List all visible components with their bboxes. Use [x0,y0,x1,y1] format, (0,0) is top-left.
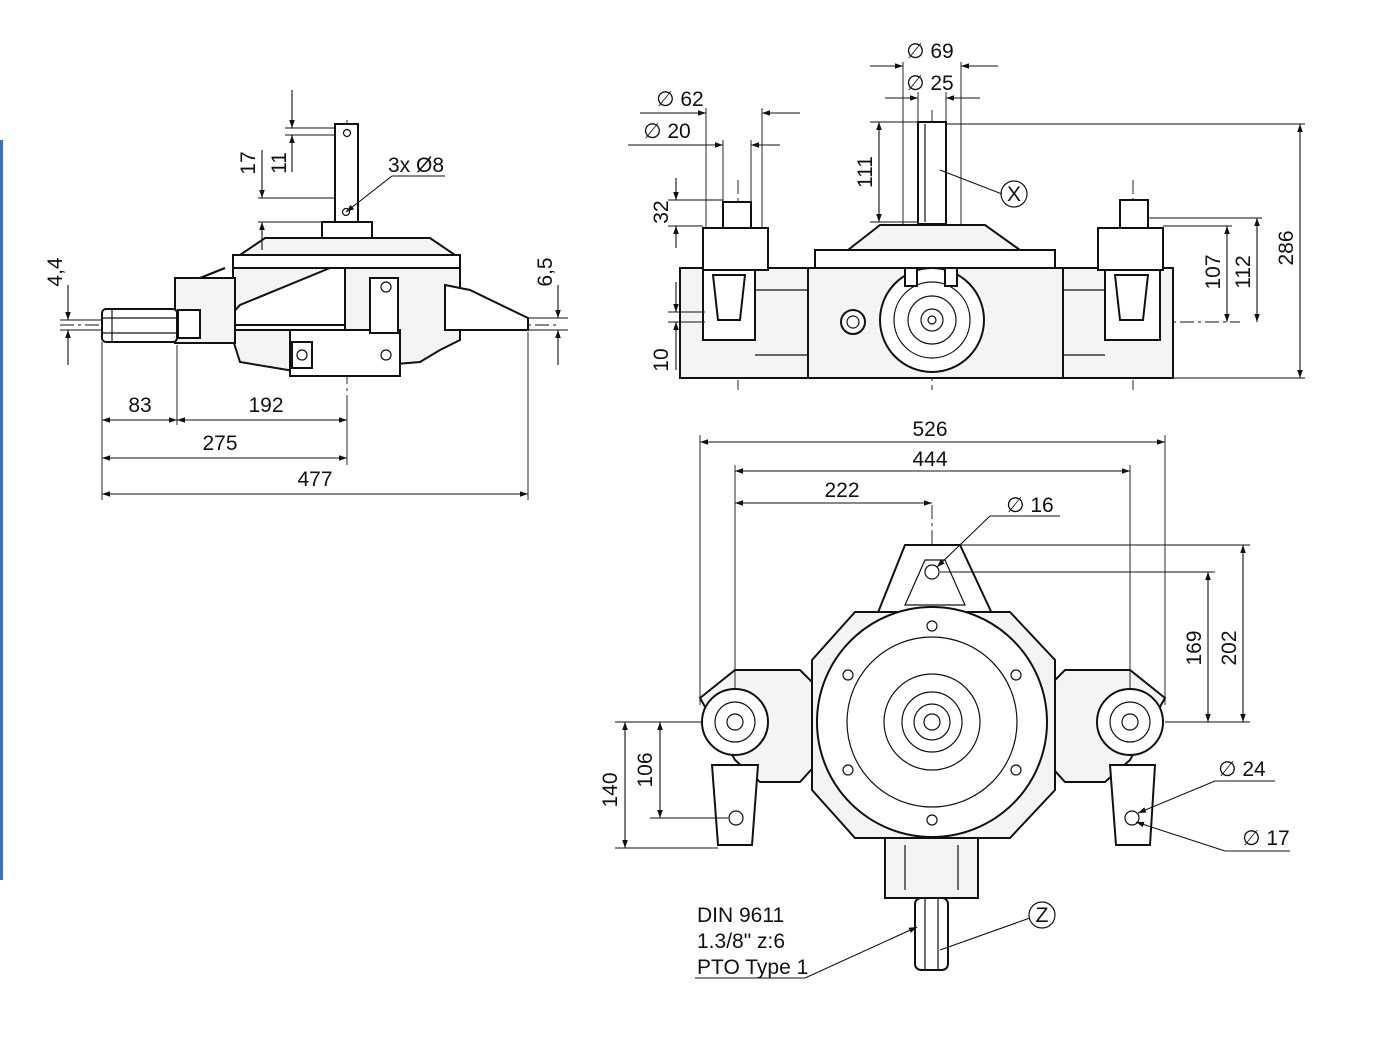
side-dim-17: 17 [237,151,260,174]
top-callout-z [1028,901,1056,929]
front-dim-d69: ∅ 69 [906,40,954,63]
side-top-shaft [321,123,373,239]
side-dim-44: 4,4 [44,257,67,287]
front-left-arm [679,201,809,379]
side-dim-65: 6,5 [534,257,557,286]
front-dim-286: 286 [1275,230,1298,265]
front-dim-107: 107 [1202,254,1225,289]
top-input-neck [884,837,979,899]
front-view: X ∅ 69 ∅ 25 ∅ 62 ∅ 20 [628,40,1305,390]
side-right-pocket [369,277,399,334]
top-main-flange [816,606,1048,838]
side-dim-11: 11 [268,152,291,174]
top-pto-note-line1: DIN 9611 [697,904,784,927]
top-z-leader [939,917,1031,951]
front-dim-d25: ∅ 25 [906,72,954,95]
front-dim-d62: ∅ 62 [656,88,704,111]
front-dim-right-heights [946,123,1305,379]
front-dim-d20: ∅ 20 [643,120,691,143]
front-dim-d69-d25 [870,62,998,225]
top-dim-202: 202 [1218,630,1241,665]
front-dome-cover [845,224,1024,251]
side-right-wing [444,283,529,331]
top-left-boss [701,688,769,756]
front-center-boss [879,267,985,373]
side-bottom-dims [101,332,529,500]
front-dim-10 [668,282,705,370]
top-view: 526 444 222 ∅ 16 169 202 140 [599,418,1290,979]
top-right-foot [1108,764,1157,846]
side-holes-leader [345,175,393,213]
side-dim-6-5 [528,285,568,365]
side-dim-4-4 [60,285,102,365]
top-width-dims [699,435,1166,705]
top-dim-d16: ∅ 16 [1006,494,1054,517]
top-pto-note-line2: 1.3/8" z:6 [697,930,785,953]
top-callout-z-label: Z [1036,904,1049,927]
side-dim-17-11 [258,90,335,250]
top-right-boss [1096,688,1164,756]
top-dim-222: 222 [824,479,859,502]
top-dim-106: 106 [634,752,657,787]
front-callout-x-label: X [1007,183,1021,206]
top-d16-leader [936,515,991,568]
top-dim-444: 444 [912,448,947,471]
top-left-foot [710,764,760,846]
side-cover-flange [232,254,461,270]
front-right-arm [1062,199,1174,379]
front-dim-d62-d20 [628,108,800,228]
side-dim-holes: 3x Ø8 [388,154,444,177]
side-dim-192: 192 [248,394,283,417]
left-accent-bar [0,140,3,880]
front-callout-x [1000,180,1028,208]
front-dim-32 [668,178,723,248]
top-left-dims [615,721,728,849]
top-height-dims [940,544,1250,723]
side-view: 17 11 3x Ø8 4,4 6,5 [44,90,568,500]
side-dim-275: 275 [202,432,237,455]
top-pto-leader [804,926,918,979]
top-bolt-holes [842,620,1022,826]
side-dim-477: 477 [297,468,332,491]
front-dim-112: 112 [1232,255,1255,288]
top-dim-d17: ∅ 17 [1242,827,1290,850]
front-dim-111: 111 [854,156,877,188]
side-dim-83: 83 [128,394,151,417]
front-dim-111 [870,121,918,223]
top-d24-leader [1137,780,1216,814]
top-d17-leader [1135,821,1226,852]
top-dim-169: 169 [1183,630,1206,665]
front-dim-10: 10 [650,348,673,371]
side-pto-shaft [101,308,178,343]
top-dim-526: 526 [912,418,947,441]
top-dim-140: 140 [599,772,622,807]
top-pto-note-line3: PTO Type 1 [697,956,808,979]
front-dim-32: 32 [650,200,673,223]
front-center-shaft [917,121,947,225]
front-x-leader [939,169,1003,195]
top-dim-d24: ∅ 24 [1218,758,1266,781]
top-pto-shaft [914,897,949,971]
